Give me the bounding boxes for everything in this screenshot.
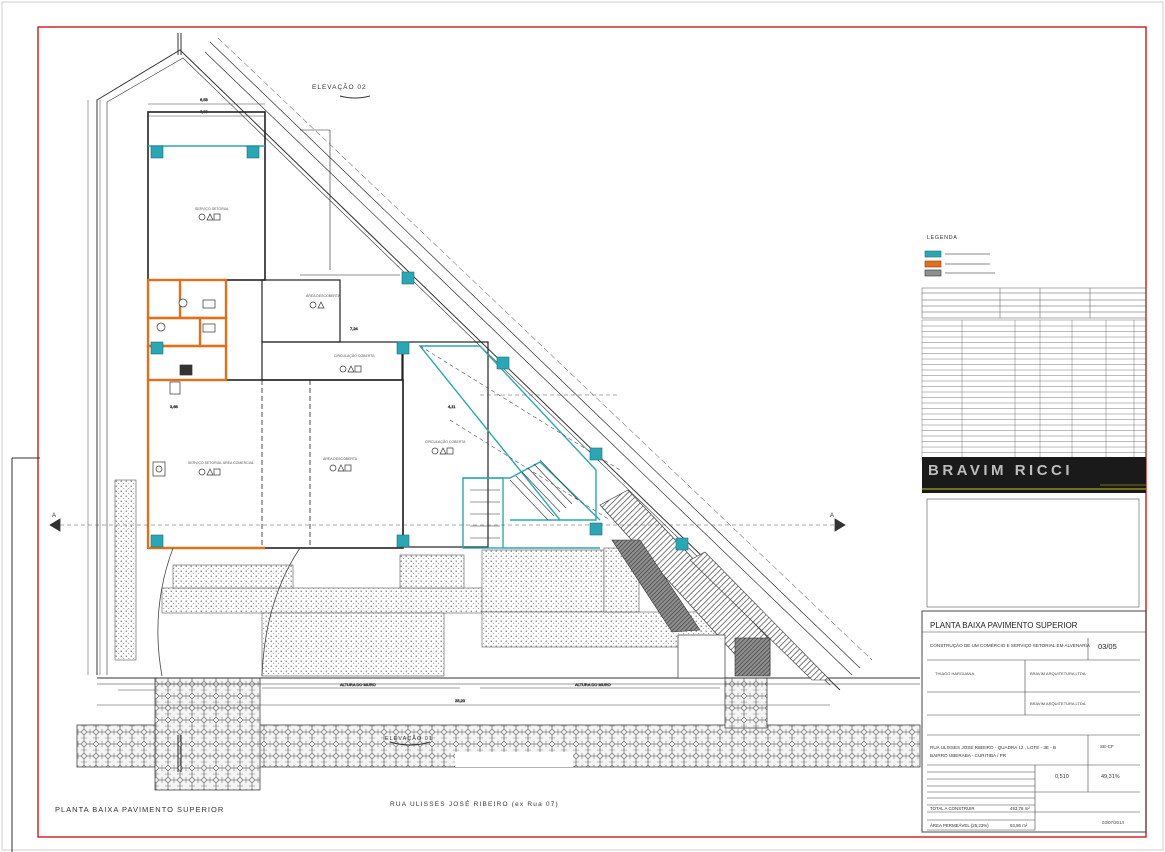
elevation-label-top: ELEVAÇÃO 02 bbox=[312, 84, 367, 91]
lot-outline bbox=[96, 37, 920, 691]
street-label: RUA ULISSES JOSÉ RIBEIRO (ex Rua 07) bbox=[390, 801, 559, 808]
address-line-1: RUA ULISSES JOSÉ RIBEIRO - QUADRA 12 , L… bbox=[930, 745, 1057, 750]
paved-areas bbox=[114, 479, 723, 677]
gate-swing bbox=[157, 547, 174, 677]
sidewalk-pavers bbox=[76, 677, 921, 791]
section-arrow-right bbox=[834, 518, 846, 532]
dimension-lines: 6,53 6,30 25,20 ALTURA DO MURO ALTURA DO… bbox=[87, 97, 830, 706]
svg-text:CIRCULAÇÃO COBERTA: CIRCULAÇÃO COBERTA bbox=[334, 353, 375, 358]
total-area-value: 453,78 m² bbox=[1010, 806, 1030, 811]
svg-text:SERVIÇO SETORIAL: SERVIÇO SETORIAL bbox=[195, 207, 229, 211]
firm-name: BRAVIM ARQUITETURA LTDA. bbox=[1030, 671, 1087, 676]
room-tags bbox=[198, 213, 454, 476]
svg-text:ÁREA DESCOBERTA: ÁREA DESCOBERTA bbox=[323, 457, 358, 461]
svg-text:ALTURA DO MURO: ALTURA DO MURO bbox=[575, 682, 611, 687]
schedule-table-1 bbox=[921, 287, 1147, 319]
bathrooms-orange bbox=[146, 278, 265, 550]
legend-swatch-teal bbox=[924, 250, 942, 258]
room-walls bbox=[147, 111, 489, 549]
svg-text:7,24: 7,24 bbox=[350, 326, 359, 331]
svg-text:ALTURA DO MURO: ALTURA DO MURO bbox=[340, 682, 376, 687]
firm-name-repeat: BRAVIM ARQUITETURA LTDA. bbox=[1030, 701, 1087, 706]
svg-text:ÁREA DESCOBERTA: ÁREA DESCOBERTA bbox=[306, 294, 341, 298]
svg-text:25,20: 25,20 bbox=[455, 698, 466, 703]
logo-banner bbox=[922, 457, 1146, 493]
title-block bbox=[921, 610, 1147, 833]
column-markers bbox=[150, 145, 689, 551]
address-line-2: BAIRRO UBERABA - CURITIBA / PR bbox=[930, 753, 1007, 758]
schedule-table-2 bbox=[921, 319, 1147, 461]
svg-text:6,53: 6,53 bbox=[200, 97, 209, 102]
zone-value: SE-CF bbox=[1100, 744, 1114, 749]
section-markers bbox=[49, 518, 846, 532]
legend-title: LEGENDA bbox=[927, 235, 958, 241]
staircase bbox=[470, 459, 579, 539]
issue-date: 03/07/2014 bbox=[1102, 820, 1124, 825]
section-mark-left: A bbox=[52, 513, 57, 519]
project-description: CONSTRUÇÃO DE UM COMÉRCIO E SERVIÇO SETO… bbox=[930, 643, 1090, 648]
logo-text: BRAVIM RICCI bbox=[928, 462, 1074, 479]
meter-box bbox=[677, 634, 726, 679]
coefficient-value: 0,510 bbox=[1055, 774, 1069, 780]
svg-text:3,68: 3,68 bbox=[170, 404, 179, 409]
bathroom-fixtures bbox=[152, 298, 216, 477]
sheet-number: 03/05 bbox=[1098, 642, 1117, 651]
section-mark-right: A bbox=[830, 513, 835, 519]
teal-walls bbox=[418, 345, 601, 549]
total-area-label: TOTAL A CONSTRUIR bbox=[930, 806, 975, 811]
permeable-area-label: ÁREA PERMEÁVEL (25,23%) bbox=[930, 823, 989, 828]
plan-title: PLANTA BAIXA PAVIMENTO SUPERIOR bbox=[55, 805, 225, 814]
sheet-title: PLANTA BAIXA PAVIMENTO SUPERIOR bbox=[930, 621, 1078, 630]
legend-swatch-orange bbox=[924, 260, 942, 268]
svg-text:6,30: 6,30 bbox=[200, 109, 209, 114]
legend-swatch-gray bbox=[924, 269, 942, 277]
occupancy-value: 49,31% bbox=[1101, 774, 1120, 780]
elevation-marks bbox=[177, 33, 431, 772]
svg-text:CIRCULAÇÃO COBERTA: CIRCULAÇÃO COBERTA bbox=[425, 439, 466, 444]
svg-text:4,11: 4,11 bbox=[448, 404, 456, 409]
dashed-guides bbox=[60, 345, 840, 526]
room-captions: SERVIÇO SETORIAL ÁREA DESCOBERTA CIRCULA… bbox=[188, 207, 466, 465]
section-arrow-left bbox=[49, 518, 61, 532]
elevation-label-bottom: ELEVAÇÃO 01 bbox=[385, 736, 433, 742]
notes-box bbox=[926, 498, 1140, 608]
owner-name: THIAGO HARGUANA bbox=[935, 671, 975, 676]
svg-text:SERVIÇO SETORIAL ÁREA COMERCIA: SERVIÇO SETORIAL ÁREA COMERCIAL bbox=[188, 461, 254, 465]
legend-swatches bbox=[924, 250, 995, 277]
permeable-area-value: 93,86 m² bbox=[1010, 823, 1028, 828]
